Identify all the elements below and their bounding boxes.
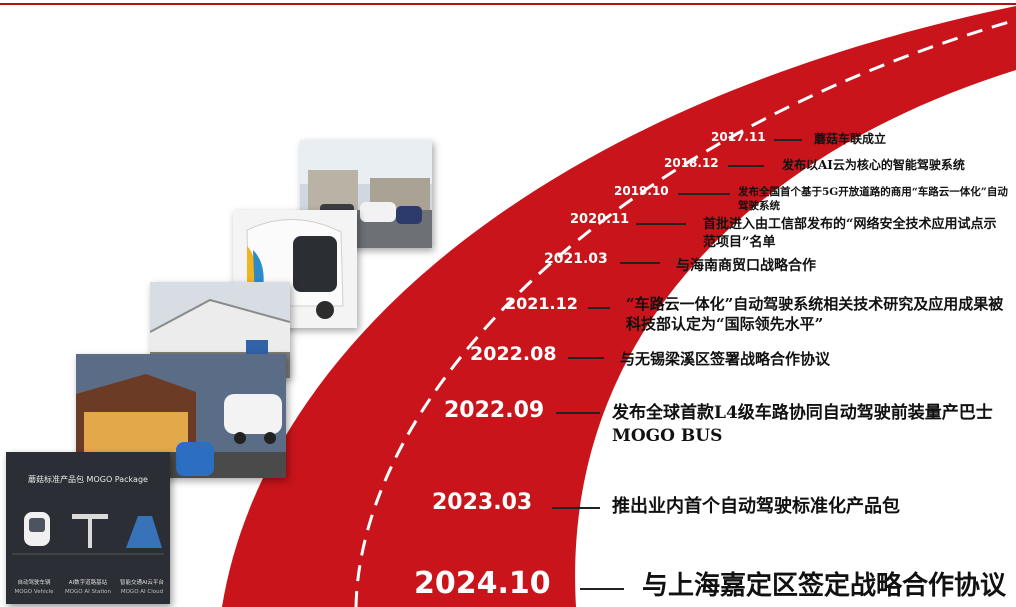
timeline-date-2019-10: 2019.10 <box>614 184 669 198</box>
timeline-date-2022-08: 2022.08 <box>470 343 557 365</box>
timeline-event-2021-12: “车路云一体化”自动驾驶系统相关技术研究及应用成果被科技部认定为“国际领先水平” <box>626 295 1004 334</box>
connector-2023-03 <box>552 507 600 509</box>
timeline-date-2020-11: 2020.11 <box>570 212 630 227</box>
timeline-date-2018-12: 2018.12 <box>664 156 719 170</box>
timeline-event-2017-11: 蘑菇车联成立 <box>814 132 887 146</box>
connector-2019-10 <box>678 193 730 195</box>
connector-2024-10 <box>580 588 624 590</box>
timeline-date-2024-10: 2024.10 <box>414 566 551 601</box>
package-item-cloud-cn: 智能交通AI云平台 <box>120 580 164 586</box>
timeline-date-2021-03: 2021.03 <box>544 251 608 267</box>
timeline-date-2017-11: 2017.11 <box>711 130 766 144</box>
top-accent-rule <box>0 3 1016 5</box>
package-item-station-cn: AI数字道路基站 <box>68 580 108 586</box>
package-item-vehicle-en: MOGO Vehicle <box>14 589 54 595</box>
package-item-cloud-en: MOGO AI Cloud <box>120 589 164 595</box>
photo-old-town-vehicle <box>76 354 286 478</box>
timeline-date-2022-09: 2022.09 <box>444 398 545 423</box>
road-shape <box>222 6 1016 607</box>
mogo-package-card: 蘑菇标准产品包 MOGO Package 自动驾驶车辆 MOGO Vehicle… <box>6 452 170 604</box>
timeline-event-2020-11: 首批进入由工信部发布的“网络安全技术应用试点示范项目”名单 <box>703 217 997 250</box>
timeline-event-2022-09: 发布全球首款L4级车路协同自动驾驶前装量产巴士MOGO BUS <box>612 403 993 446</box>
timeline-event-2018-12: 发布以AI云为核心的智能驾驶系统 <box>782 158 965 172</box>
package-title: 蘑菇标准产品包 MOGO Package <box>28 475 148 484</box>
connector-2017-11 <box>774 139 802 141</box>
connector-2022-08 <box>568 357 604 359</box>
package-item-station-en: MOGO AI Station <box>64 589 112 595</box>
road-center-dash <box>354 18 1016 607</box>
package-illustration <box>12 512 164 555</box>
connector-2021-12 <box>588 307 610 309</box>
connector-2020-11 <box>636 223 686 225</box>
timeline-event-2024-10: 与上海嘉定区签定战略合作协议 <box>642 571 1007 601</box>
timeline-date-2023-03: 2023.03 <box>432 490 533 515</box>
connector-2022-09 <box>556 412 600 414</box>
timeline-event-2022-08: 与无锡梁溪区签署战略合作协议 <box>620 350 831 368</box>
timeline-event-2019-10: 发布全国首个基于5G开放道路的商用“车路云一体化”自动驾驶系统 <box>738 186 1008 213</box>
timeline-date-2021-12: 2021.12 <box>505 294 578 313</box>
connector-2021-03 <box>620 262 660 264</box>
timeline-event-2021-03: 与海南商贸口战略合作 <box>676 258 816 274</box>
timeline-event-2023-03: 推出业内首个自动驾驶标准化产品包 <box>612 496 900 517</box>
connector-2018-12 <box>728 165 764 167</box>
package-item-vehicle-cn: 自动驾驶车辆 <box>17 580 51 586</box>
